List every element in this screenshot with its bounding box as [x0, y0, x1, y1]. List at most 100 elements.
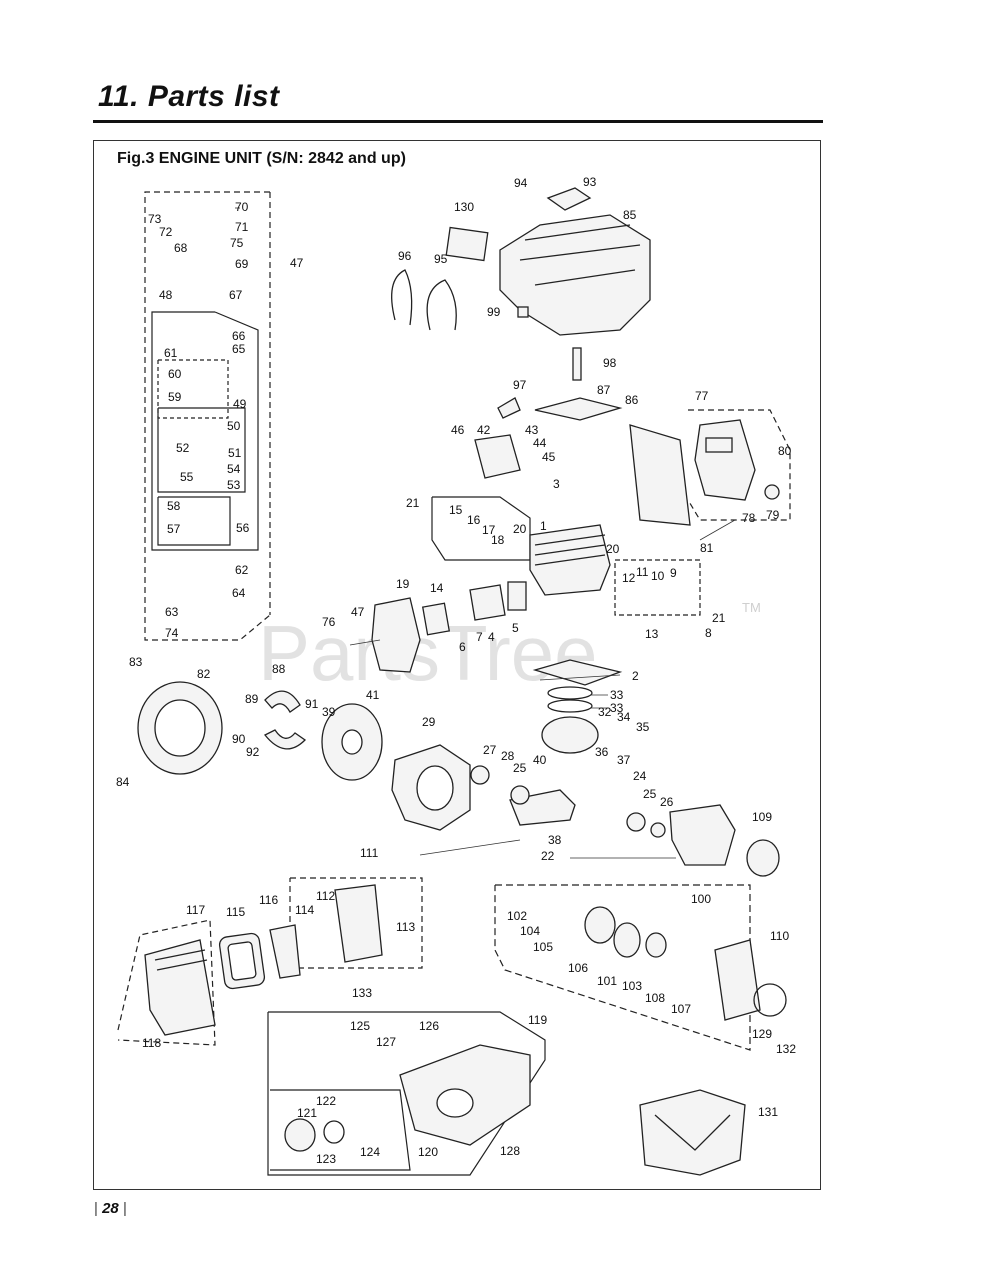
switch-group-box [614, 559, 701, 616]
callout-label: 81 [700, 541, 714, 555]
callout-label: 21 [406, 496, 420, 510]
page-number: | 28 | [94, 1200, 127, 1217]
callout-label: 60 [168, 367, 182, 381]
label-plate-part [445, 226, 489, 262]
callout-label: 15 [449, 503, 463, 517]
callout-label: 78 [742, 511, 756, 525]
callout-label: 97 [513, 378, 527, 392]
callout-label: 86 [625, 393, 639, 407]
callout-label: 83 [129, 655, 143, 669]
callout-label: 129 [752, 1027, 772, 1041]
callout-label: 35 [636, 720, 650, 734]
tank-protector-part [639, 1089, 746, 1176]
callout-label: 123 [316, 1152, 336, 1166]
fuel-cap-group-box [270, 1089, 411, 1171]
callout-label: 63 [165, 605, 179, 619]
callout-label: 62 [235, 563, 249, 577]
callout-label: 94 [514, 176, 528, 190]
callout-label: 44 [533, 436, 547, 450]
callout-label: 72 [159, 225, 173, 239]
grommet-part [517, 306, 529, 318]
callout-label: 127 [376, 1035, 396, 1049]
callout-label: 120 [418, 1145, 438, 1159]
air-cleaner-cover-part [144, 939, 216, 1036]
callout-label: 102 [507, 909, 527, 923]
callout-label: 4 [488, 630, 495, 644]
callout-label: 130 [454, 200, 474, 214]
filter-cover-box [117, 919, 216, 1046]
callout-label: 111 [360, 846, 379, 860]
callout-label: 132 [776, 1042, 796, 1056]
callout-label: 52 [176, 441, 190, 455]
callout-label: 7 [476, 630, 483, 644]
heat-shield-part [629, 424, 691, 526]
callout-label: 108 [645, 991, 665, 1005]
callout-label: 54 [227, 462, 241, 476]
callout-label: 48 [159, 288, 173, 302]
callout-label: 67 [229, 288, 243, 302]
clutch-drum-part [746, 839, 780, 877]
callout-label: 131 [758, 1105, 778, 1119]
callout-label: 29 [422, 715, 436, 729]
callout-label: 119 [528, 1013, 547, 1027]
callout-label: 46 [451, 423, 465, 437]
callout-label: 41 [366, 688, 380, 702]
fuel-cap-part [284, 1118, 316, 1152]
callout-label: 82 [197, 667, 211, 681]
callout-label: 116 [259, 893, 278, 907]
callout-label: 51 [228, 446, 242, 460]
callout-label: 76 [322, 615, 336, 629]
callout-label: 39 [322, 705, 336, 719]
insulator-part [474, 434, 521, 479]
callout-label: 55 [180, 470, 194, 484]
intake-gasket-part [507, 581, 527, 611]
callout-label: 118 [142, 1036, 161, 1050]
callout-label: 13 [645, 627, 659, 641]
callout-label: 49 [233, 397, 247, 411]
bearing-27-part [470, 765, 490, 785]
starter-reel-part [613, 922, 641, 958]
callout-label: 38 [548, 833, 562, 847]
piston-part [541, 716, 599, 754]
callout-label: 133 [352, 986, 372, 1000]
gasket-86-part [534, 397, 623, 421]
ratchet-part [645, 932, 667, 958]
callout-label: 3 [553, 477, 560, 491]
piston-ring-part [547, 686, 593, 700]
starter-spring-part [584, 906, 616, 944]
callout-label: 128 [500, 1144, 520, 1158]
callout-label: 12 [622, 571, 636, 585]
callout-label: 96 [398, 249, 412, 263]
callout-label: 105 [533, 940, 553, 954]
callout-label: 33 [610, 701, 624, 715]
callout-label: 50 [227, 419, 241, 433]
bearing-25-part [510, 785, 530, 805]
callout-label: 5 [512, 621, 519, 635]
callout-label: 6 [459, 640, 466, 654]
carburetor-group-box [144, 191, 271, 641]
callout-label: 47 [351, 605, 365, 619]
callout-label: 73 [148, 212, 162, 226]
title-rule [93, 120, 823, 123]
callout-label: 70 [235, 200, 249, 214]
callout-label: 126 [419, 1019, 439, 1033]
wire-96-part [391, 269, 413, 326]
page-number-value: 28 [102, 1200, 119, 1217]
callout-label: 90 [232, 732, 246, 746]
callout-label: 117 [186, 903, 205, 917]
callout-label: 58 [167, 499, 181, 513]
callout-label: 18 [491, 533, 505, 547]
callout-label: 34 [617, 710, 631, 724]
callout-label: 66 [232, 329, 246, 343]
air-cleaner-case-part [334, 884, 383, 963]
callout-label: 104 [520, 924, 540, 938]
callout-label: 33 [610, 688, 624, 702]
callout-label: 124 [360, 1145, 380, 1159]
starter-case-part [714, 939, 761, 1021]
callout-label: 47 [290, 256, 304, 270]
clip-97-part [497, 397, 521, 419]
callout-label: 1 [540, 519, 547, 533]
callout-label: 40 [533, 753, 547, 767]
muffler-part [694, 419, 756, 501]
callout-label: 125 [350, 1019, 370, 1033]
